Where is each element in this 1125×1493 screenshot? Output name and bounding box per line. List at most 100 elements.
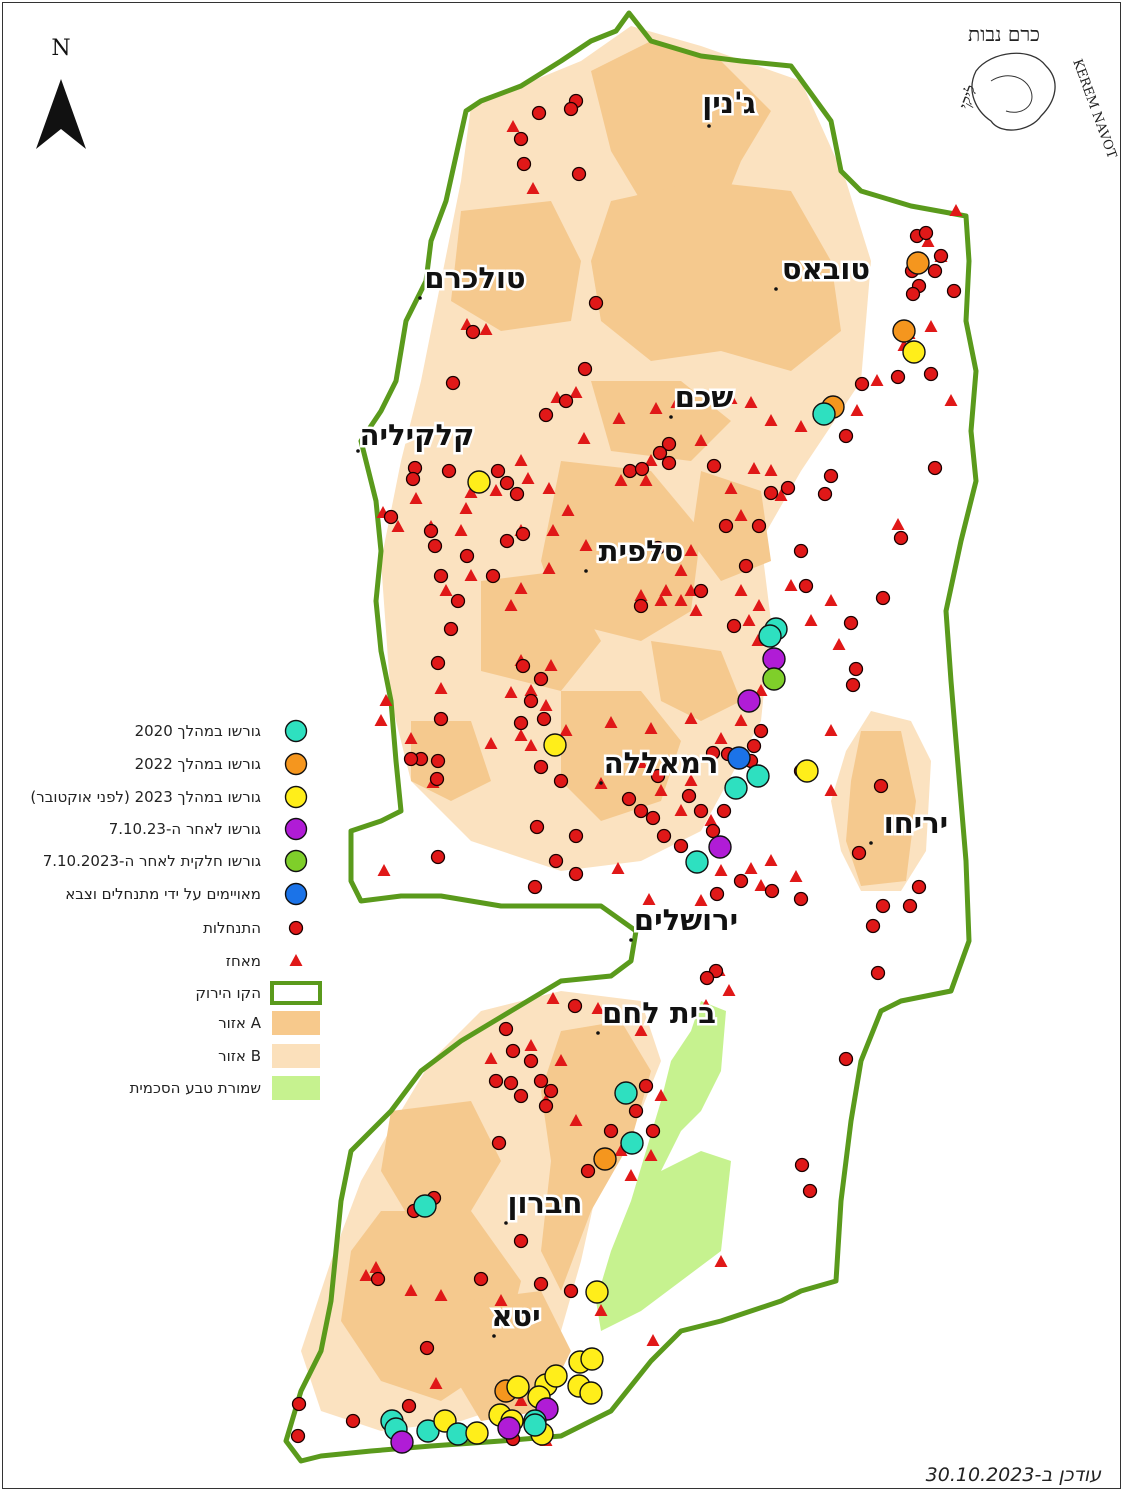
outpost-marker	[722, 984, 736, 996]
settlement-marker	[902, 898, 918, 914]
settlement-marker	[433, 711, 449, 727]
outpost-marker	[521, 472, 535, 484]
outpost-marker	[684, 712, 698, 724]
settlement-marker	[513, 715, 529, 731]
settlement-marker	[465, 324, 481, 340]
outpost-marker	[674, 594, 688, 606]
settlement-marker	[430, 849, 446, 865]
city-labels: ג'נין טובאס טולכרם שכם קלקיליה סלפית רמא…	[356, 84, 951, 1338]
settlement-marker	[865, 918, 881, 934]
settlement-marker	[638, 1078, 654, 1094]
settlement-marker	[911, 879, 927, 895]
outpost-marker	[434, 682, 448, 694]
north-arrow-icon	[36, 79, 86, 149]
settlement-marker	[441, 463, 457, 479]
settlement-marker	[370, 1271, 386, 1287]
settlement-marker	[650, 768, 666, 784]
settlement-marker	[764, 883, 780, 899]
settlement-marker	[543, 1083, 559, 1099]
settlement-marker	[430, 655, 446, 671]
settlement-marker	[780, 480, 796, 496]
outpost-marker	[744, 396, 758, 408]
green-line-border	[283, 10, 979, 1464]
legend-item: שמורת טבע הסכמית	[130, 1076, 320, 1100]
community-marker	[544, 1364, 568, 1388]
settlement-marker	[513, 1088, 529, 1104]
outpost-marker	[546, 524, 560, 536]
outpost-marker	[824, 784, 838, 796]
outpost-marker	[674, 564, 688, 576]
settlement-marker	[450, 593, 466, 609]
settlement-marker	[533, 759, 549, 775]
outpost-marker	[642, 893, 656, 905]
settlement-marker	[459, 548, 475, 564]
settlement-marker	[628, 1103, 644, 1119]
community-marker	[762, 667, 786, 691]
community-marker	[620, 1131, 644, 1155]
outpost-marker	[824, 724, 838, 736]
outpost-marker	[644, 454, 658, 466]
outpost-marker	[734, 714, 748, 726]
community-marker	[762, 647, 786, 671]
settlement-marker	[718, 518, 734, 534]
settlement-marker	[838, 1051, 854, 1067]
settlement-marker	[726, 618, 742, 634]
community-marker	[497, 1416, 521, 1440]
outpost-marker	[561, 504, 575, 516]
outpost-marker	[634, 589, 648, 601]
settlement-marker	[567, 998, 583, 1014]
outpost-marker	[504, 686, 518, 698]
legend-label: מאויימים על ידי מתנחלים וצבא	[65, 885, 261, 903]
legend-item: גורשו חלקית לאחר ה-7.10.2023	[43, 849, 308, 873]
city-label-tulkarm: טולכרם	[424, 261, 525, 295]
settlement-marker	[499, 533, 515, 549]
settlement-marker	[515, 658, 531, 674]
settlement-marker	[503, 1075, 519, 1091]
legend-item: מאויימים על ידי מתנחלים וצבא	[65, 882, 308, 906]
outpost-marker	[494, 1294, 508, 1306]
settlement-marker	[548, 853, 564, 869]
outpost-marker	[659, 584, 673, 596]
outpost-marker	[634, 1024, 648, 1036]
settlement-marker	[423, 523, 439, 539]
settlement-marker	[709, 886, 725, 902]
legend-symbol-outpost	[289, 954, 303, 966]
legend-symbol-circle	[284, 817, 308, 841]
legend-symbol-circle	[284, 752, 308, 776]
settlement-marker	[933, 248, 949, 264]
settlement-marker	[652, 445, 668, 461]
outpost-marker	[577, 432, 591, 444]
community-marker	[390, 1430, 414, 1454]
legend-item: גורשו לאחר ה-7.10.23	[109, 817, 308, 841]
settlement-marker	[875, 590, 891, 606]
settlement-marker	[403, 751, 419, 767]
outpost-marker	[850, 404, 864, 416]
city-label-salfit: סלפית	[599, 534, 684, 568]
settlement-marker	[383, 509, 399, 525]
outpost-marker	[379, 694, 393, 706]
settlement-marker	[823, 468, 839, 484]
settlement-marker	[794, 1157, 810, 1173]
settlement-marker	[433, 568, 449, 584]
north-arrow: N	[36, 36, 86, 149]
outpost-marker	[634, 756, 648, 768]
settlement-marker	[763, 485, 779, 501]
community-marker	[758, 624, 782, 648]
outpost-marker	[611, 862, 625, 874]
settlement-marker	[588, 295, 604, 311]
settlement-marker	[650, 540, 666, 556]
outpost-marker	[644, 722, 658, 734]
legend-symbol-circle	[284, 785, 308, 809]
community-marker	[727, 746, 751, 770]
outpost-marker	[614, 474, 628, 486]
legend-item: אזור B	[218, 1044, 320, 1068]
outpost-marker	[524, 684, 538, 696]
settlements-layer	[290, 93, 962, 1447]
settlement-marker	[927, 460, 943, 476]
outpost-marker	[724, 482, 738, 494]
outpost-marker	[479, 323, 493, 335]
settlement-marker	[527, 879, 543, 895]
settlement-marker	[536, 711, 552, 727]
